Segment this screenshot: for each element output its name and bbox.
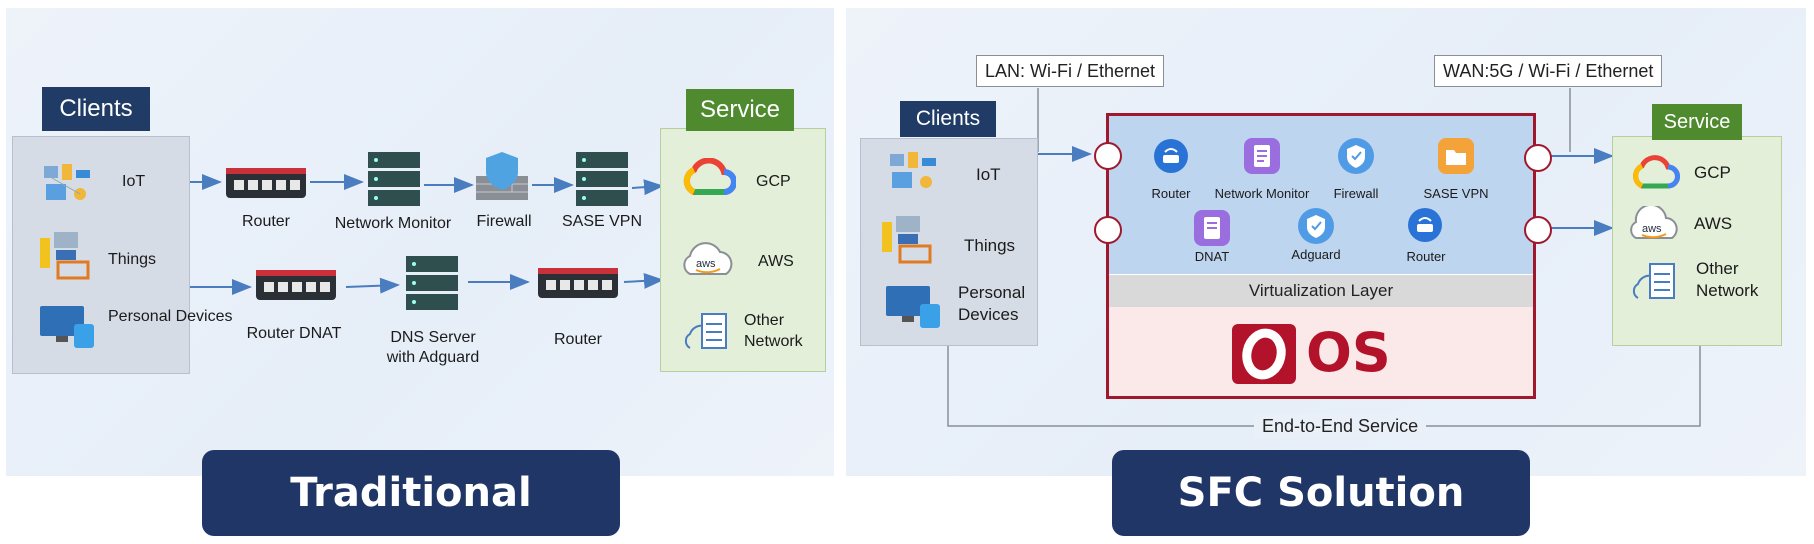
- port-circle: [1094, 216, 1122, 244]
- iot-icon: [44, 164, 90, 200]
- firewall-icon: [476, 152, 528, 200]
- gcp-icon: [1633, 155, 1680, 189]
- sfc-chain1-label: Router: [1151, 186, 1191, 201]
- things-icon: [40, 232, 90, 280]
- end-to-end-label: End-to-End Service: [1254, 414, 1427, 438]
- traditional-service-label: GCP: [756, 173, 791, 190]
- sase-vpn-icon: [1438, 138, 1474, 174]
- traditional-button[interactable]: Traditional: [202, 450, 620, 536]
- sfc-chain1-label: SASE VPN: [1423, 186, 1489, 201]
- router-icon: [256, 270, 336, 300]
- port-circle: [1094, 142, 1122, 170]
- server-icon: [368, 152, 420, 206]
- traditional-chain2-label: DNS Server with Adguard: [386, 329, 480, 366]
- traditional-chain1-label: Firewall: [476, 213, 532, 230]
- traditional-service-label: Other Network: [744, 312, 803, 350]
- sfc-service-box: [1612, 136, 1782, 346]
- sfc-chain1-label: Network Monitor: [1214, 186, 1310, 201]
- personal-devices-icon: [40, 306, 94, 348]
- dns-server-icon: [406, 256, 458, 310]
- os-text: OS: [1306, 321, 1391, 384]
- gcp-icon: [683, 158, 736, 195]
- aws-icon: aws: [1630, 206, 1678, 239]
- port-circle: [1524, 216, 1552, 244]
- sfc-service-label: Other Network: [1696, 259, 1759, 300]
- other-network-icon: [684, 313, 727, 349]
- traditional-chain1-label: Router: [241, 213, 291, 230]
- wan-label: WAN:5G / Wi-Fi / Ethernet: [1434, 55, 1663, 87]
- traditional-service-label: AWS: [758, 253, 794, 270]
- sfc-service-label: GCP: [1694, 163, 1731, 182]
- adguard-icon: [1298, 208, 1334, 244]
- sfc-chain2-label: Router: [1406, 249, 1446, 264]
- sfc-client-label: Things: [964, 236, 1016, 255]
- sfc-client-label: IoT: [976, 165, 1001, 184]
- traditional-chain1-label: Network Monitor: [334, 215, 452, 232]
- traditional-chain2-label: Router DNAT: [246, 325, 342, 342]
- lan-label: LAN: Wi-Fi / Ethernet: [976, 55, 1165, 87]
- sfc-service-label: AWS: [1694, 214, 1733, 233]
- other-network-icon: [1632, 263, 1675, 299]
- sfc-service-header: Service: [1652, 104, 1742, 140]
- traditional-arrows: [190, 174, 664, 295]
- router-icon: [538, 268, 618, 298]
- firewall-icon: [1338, 138, 1374, 174]
- sfc-chain2-label: DNAT: [1194, 249, 1230, 264]
- personal-devices-icon: [886, 286, 940, 328]
- traditional-clients-header: Clients: [42, 87, 150, 131]
- traditional-service-box: [660, 128, 826, 372]
- network-monitor-icon: [1244, 138, 1280, 174]
- traditional-chain2-label: Router: [553, 331, 603, 348]
- os-logo-icon: [1232, 324, 1296, 384]
- router-icon: [1154, 139, 1188, 173]
- sfc-client-label: Personal Devices: [958, 283, 1026, 324]
- sfc-clients-header: Clients: [900, 101, 996, 137]
- traditional-client-label: Personal Devices: [108, 308, 233, 325]
- svg-text:aws: aws: [696, 258, 716, 270]
- dnat-icon: [1194, 210, 1230, 246]
- router-icon: [1408, 208, 1442, 242]
- sfc-chain2-label: Adguard: [1291, 247, 1341, 262]
- sfc-chain1-label: Firewall: [1333, 186, 1379, 201]
- iot-icon: [890, 152, 936, 188]
- aws-icon: aws: [683, 242, 733, 275]
- things-icon: [882, 216, 932, 264]
- sfc-solution-button[interactable]: SFC Solution: [1112, 450, 1530, 536]
- traditional-client-label: IoT: [122, 173, 146, 190]
- port-circle: [1524, 144, 1552, 172]
- svg-text:aws: aws: [1642, 223, 1662, 235]
- traditional-client-label: Things: [108, 251, 157, 268]
- virtualization-layer: Virtualization Layer: [1109, 274, 1533, 307]
- server-icon: [576, 152, 628, 206]
- traditional-chain1-label: SASE VPN: [561, 213, 643, 230]
- traditional-service-header: Service: [686, 89, 794, 131]
- router-icon: [226, 168, 306, 198]
